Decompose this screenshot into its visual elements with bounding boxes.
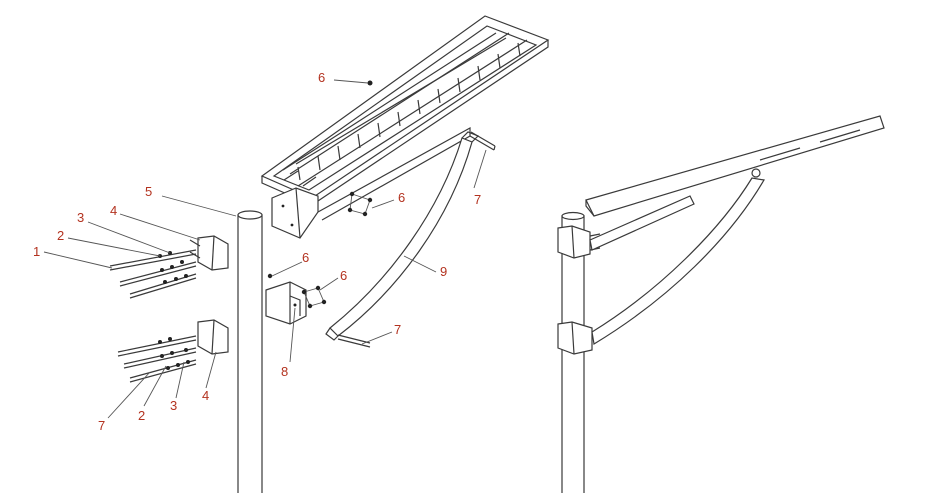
lower-clamp-assembly xyxy=(117,319,229,383)
panel-cells xyxy=(289,32,528,187)
arm-bolt-top xyxy=(469,131,496,151)
pole-exploded xyxy=(237,210,263,493)
leader-lines xyxy=(43,79,487,419)
callout-8: 8 xyxy=(281,364,288,379)
fastener-dot-top xyxy=(367,80,373,86)
solar-panel-exploded xyxy=(260,15,550,239)
callout-7-lower-bolts: 7 xyxy=(98,418,105,433)
arm-bolt-bottom xyxy=(337,334,371,348)
callout-6-right: 6 xyxy=(398,190,405,205)
callout-5: 5 xyxy=(145,184,152,199)
callout-1: 1 xyxy=(33,244,40,259)
fastener-cluster-6b xyxy=(301,285,327,309)
callout-7-bottom-arm: 7 xyxy=(394,322,401,337)
callout-7-top: 7 xyxy=(474,192,481,207)
callout-2-upper: 2 xyxy=(57,228,64,243)
callout-9: 9 xyxy=(440,264,447,279)
arm-clamp-bracket xyxy=(265,281,307,325)
callout-3-upper: 3 xyxy=(77,210,84,225)
callout-6-top: 6 xyxy=(318,70,325,85)
callout-2-lower: 2 xyxy=(138,408,145,423)
callout-4-upper: 4 xyxy=(110,203,117,218)
callout-4-lower: 4 xyxy=(202,388,209,403)
callout-labels: 1 2 3 4 5 6 6 6 6 7 7 7 8 9 2 3 4 xyxy=(33,70,481,433)
callout-3-lower: 3 xyxy=(170,398,177,413)
callout-6-mid-left: 6 xyxy=(302,250,309,265)
upper-clamp-assembly xyxy=(109,235,229,299)
fastener-cluster-6a xyxy=(347,191,373,217)
callout-6-mid-right: 6 xyxy=(340,268,347,283)
assembled-view xyxy=(557,115,885,493)
fastener-dot-mid xyxy=(267,273,273,279)
